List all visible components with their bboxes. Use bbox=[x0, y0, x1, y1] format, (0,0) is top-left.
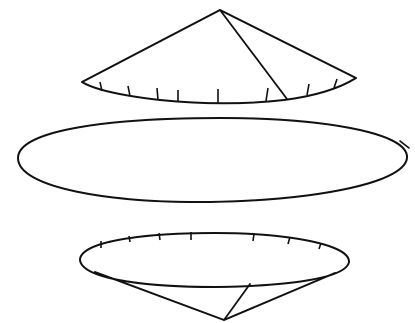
bottom-cone-rim bbox=[80, 233, 349, 287]
tick bbox=[128, 86, 130, 96]
tick bbox=[253, 234, 254, 241]
top-cone-seam bbox=[220, 10, 287, 99]
middle-ellipse-outline bbox=[18, 118, 407, 202]
bottom-cone bbox=[80, 232, 349, 320]
middle-ellipse bbox=[18, 118, 409, 202]
tick bbox=[307, 84, 309, 95]
top-cone-ticks bbox=[100, 79, 337, 103]
tick bbox=[266, 88, 268, 101]
bottom-cone-ticks bbox=[101, 232, 321, 249]
tick bbox=[159, 233, 160, 240]
bottom-cone-body bbox=[95, 272, 335, 320]
tick bbox=[129, 236, 130, 242]
tick bbox=[157, 88, 158, 100]
top-cone bbox=[82, 10, 356, 103]
top-cone-outline bbox=[82, 10, 356, 103]
